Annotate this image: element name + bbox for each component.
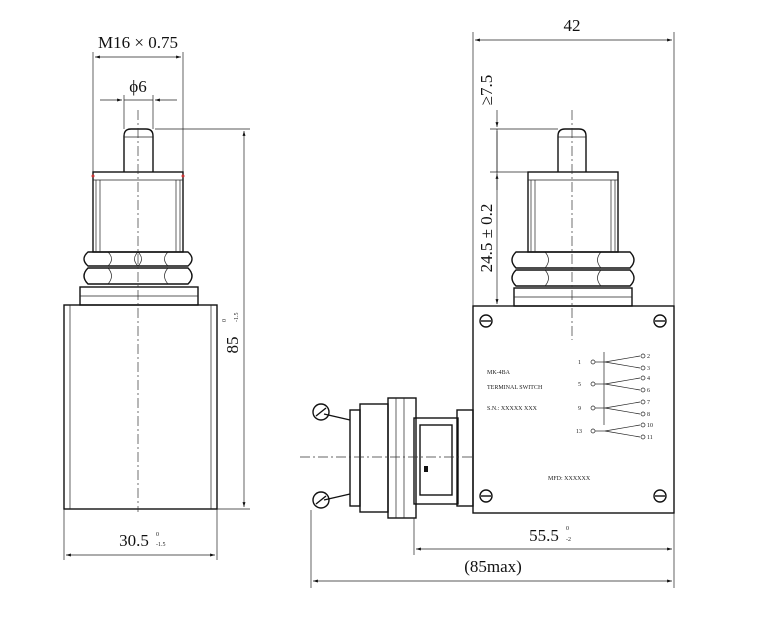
svg-text:5: 5 [578,382,581,388]
left-body [63,304,218,510]
svg-text:-1.5: -1.5 [156,542,166,548]
left-view: M16 × 0.75 ϕ6 85 0 -1.5 30.5 0 -1.5 [63,33,250,560]
nameplate-type: TERMINAL SWITCH [487,385,543,391]
left-pin [123,128,154,172]
svg-text:0: 0 [222,319,228,322]
stroke-dimension: ≥7.5 [477,75,496,106]
connector [312,397,474,519]
svg-text:-2: -2 [566,537,571,543]
body-length-dimension: 55.5 [529,526,559,545]
svg-text:13: 13 [576,429,582,435]
svg-text:-1.5: -1.5 [234,313,240,323]
svg-text:3: 3 [647,366,650,372]
svg-text:2: 2 [647,354,650,360]
svg-text:9: 9 [578,406,581,412]
pin-height-dimension: 24.5 ± 0.2 [477,204,496,273]
svg-text:6: 6 [647,388,650,394]
height-dimension: 85 [223,337,242,354]
right-view: MK-4BA TERMINAL SWITCH S.N.: XXXXX XXX M… [300,16,675,588]
svg-text:4: 4 [647,376,650,382]
thread-dimension: M16 × 0.75 [98,33,178,52]
overall-length-dimension: (85max) [464,557,522,576]
svg-text:7: 7 [647,400,650,406]
nameplate-serial: S.N.: XXXXX XXX [487,406,538,412]
svg-text:8: 8 [647,412,650,418]
wiring-schematic: 1 5 9 13 2 3 4 6 7 8 10 11 [576,352,653,441]
svg-text:0: 0 [566,526,569,532]
pin-diameter-dimension: ϕ6 [129,77,146,96]
svg-text:0: 0 [156,532,159,538]
screw-icon [479,314,667,503]
svg-text:1: 1 [578,360,581,366]
svg-text:10: 10 [647,423,653,429]
nameplate-mfd: MFD: XXXXXX [548,476,591,482]
svg-text:11: 11 [647,435,653,441]
right-width-dimension: 42 [564,16,581,35]
nameplate-model: MK-4BA [487,370,511,376]
left-nut [83,251,193,267]
width-dimension: 30.5 [119,531,149,550]
